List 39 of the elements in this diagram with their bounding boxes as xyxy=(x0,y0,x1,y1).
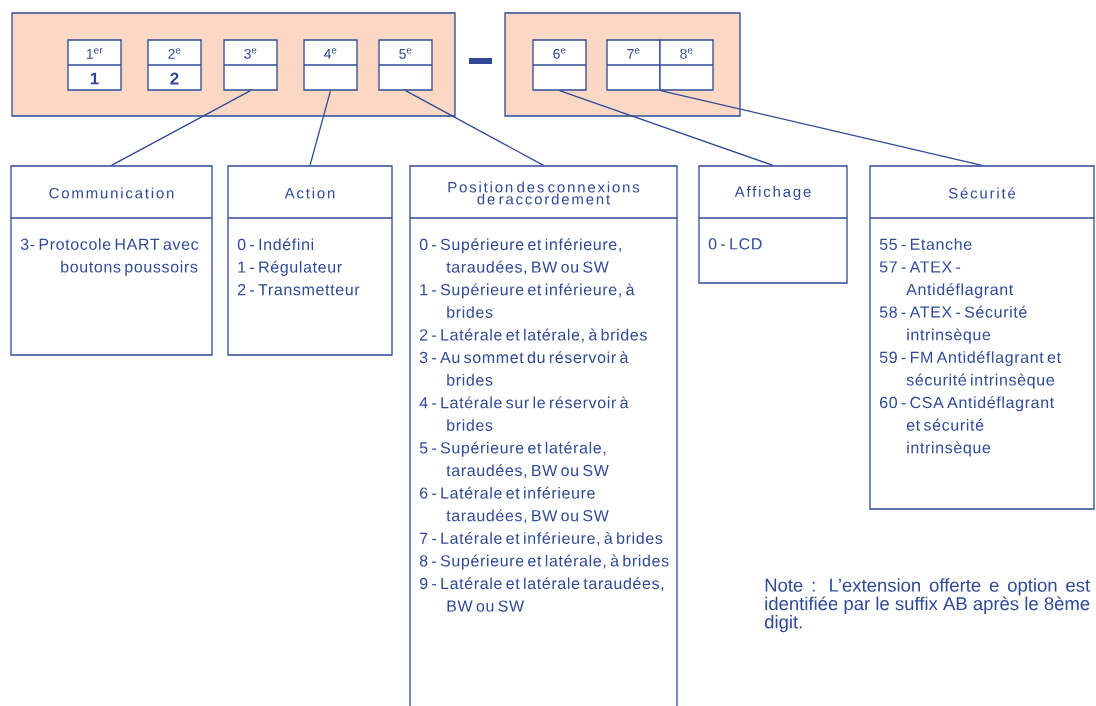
digit-cell: 3$^{e}$ xyxy=(223,39,278,91)
category-box: Action 0 - Indéfini 1 - Régulateur 2 - Transmetteur xyxy=(227,165,393,356)
list-item: 1 - Supérieure et inférieure, à brides xyxy=(420,283,635,318)
connector-line xyxy=(309,90,332,166)
list-item: 1 - Régulateur xyxy=(238,260,342,276)
category-box: Affichage 0 - LCD xyxy=(698,165,848,284)
list-item: 7 - Latérale et inférieure, à brides xyxy=(420,532,663,546)
digit-cell: 5$^{e}$ xyxy=(378,39,433,91)
list-item: 55 - Etanche xyxy=(879,238,972,250)
list-item: 60 - CSA Antidéflagrant et sécurité intrinsèque xyxy=(880,396,1055,457)
list-item: 3- Protocole HART avec boutons poussoirs xyxy=(20,238,199,276)
digit-cell: 8$^{e}$ xyxy=(659,39,714,91)
list-item: 8 - Supérieure et latérale, à brides xyxy=(419,554,669,570)
list-item: 5 - Supérieure et latérale, taraudées, BW ou SW xyxy=(419,441,609,478)
digit-cell: 6$^{e}$ xyxy=(532,39,587,91)
list-item: 6 - Latérale et inférieure taraudées, BW ou SW xyxy=(420,486,609,524)
connector-line xyxy=(558,90,774,166)
connector-line xyxy=(660,90,983,166)
list-item: 0 - Indéfini xyxy=(237,238,314,251)
category-box: Sécurité 55 - Etanche 57 - ATEX - Antidéflagrant 58 - ATEX - Sécurité intrinsèque 59 - FM Antidéflagrant et sécurité intrinsèque 60 - CSA Antidéflagrant et sécurité intrinsèque xyxy=(869,165,1095,510)
digit-cell: 4$^{e}$ xyxy=(303,39,358,91)
category-box: Communication 3- Protocole HART avec boutons poussoirs xyxy=(10,165,213,356)
category-box: Position des connexions de raccordement 0 - Supérieure et inférieure, taraudées, BW ou SW 1 - Supérieure et inférieure, à brides 2 - Latérale et latérale, à brides 3 - Au sommet du réservoir à brides 4 - Latérale sur le réservoir à brides 5 - Supérieure et latérale, taraudées, BW ou SW 6 - Latérale et inférieure taraudées, BW ou SW 7 - Latérale et inférieure, à brides 8 - Supérieure et latérale, à brides 9 - Latérale et latérale taraudées, BW ou SW xyxy=(409,165,678,706)
list-item: 57 - ATEX - Antidéflagrant xyxy=(879,261,1014,299)
list-item: 2 - Transmetteur xyxy=(238,284,360,296)
list-item: 9 - Latérale et latérale taraudées, BW ou SW xyxy=(419,577,664,612)
digit-cell: 7$^{e}$ xyxy=(606,39,661,91)
list-item: 0 - Supérieure et inférieure, taraudées, BW ou SW xyxy=(419,238,621,275)
list-item: 0 - LCD xyxy=(708,238,762,250)
digit-cell: 2$^{e}$ 2 xyxy=(147,39,202,91)
list-item: 2 - Latérale et latérale, à brides xyxy=(420,328,647,343)
list-item: 59 - FM Antidéflagrant et sécurité intrinsèque xyxy=(879,351,1061,389)
note-text: Note : L’extension offerte e option est identifiée par le suffix AB après le 8ème digit. xyxy=(765,578,1090,633)
list-item: 58 - ATEX - Sécurité intrinsèque xyxy=(879,305,1027,344)
list-item: 3 - Au sommet du réservoir à brides xyxy=(419,351,629,386)
list-item: 4 - Latérale sur le réservoir à brides xyxy=(419,396,629,431)
connector-line xyxy=(110,90,252,166)
digit-cell: 1$^{er}$ 1 xyxy=(67,39,122,91)
connector-line xyxy=(404,90,545,166)
